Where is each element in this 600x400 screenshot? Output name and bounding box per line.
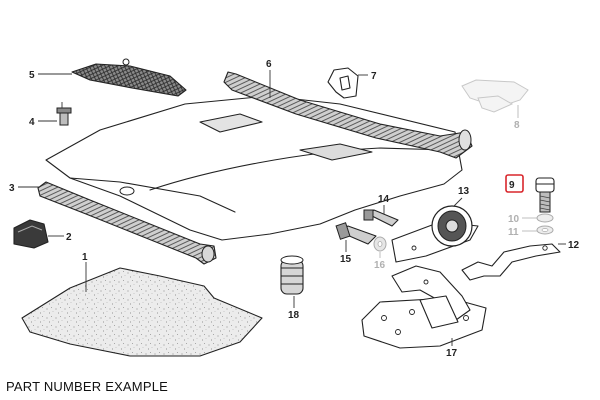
part-4-screw <box>56 102 72 126</box>
part-2-bump-stop <box>13 219 49 249</box>
hood-badge-hole <box>119 186 135 196</box>
part-17-hinge-base <box>361 265 487 349</box>
callout-4[interactable]: 4 <box>29 117 35 128</box>
callout-17[interactable]: 17 <box>446 348 458 359</box>
caption-text: PART NUMBER EXAMPLE <box>6 379 169 394</box>
callout-10[interactable]: 10 <box>508 214 520 225</box>
part-1-insulation-mat <box>21 267 263 357</box>
callout-1-5[interactable]: 5 <box>29 70 35 81</box>
part-11-washer <box>536 225 554 235</box>
callout-2[interactable]: 2 <box>66 232 72 243</box>
leader-13 <box>453 197 463 207</box>
part-10-washer <box>536 213 554 223</box>
part-6-seal-strip <box>223 71 473 159</box>
callout-3[interactable]: 3 <box>9 183 15 194</box>
part-8-bracket <box>461 79 529 113</box>
callout-11[interactable]: 11 <box>508 227 519 238</box>
callout-9[interactable]: 9 <box>509 180 515 191</box>
part-7-clip <box>327 67 359 99</box>
part-15-bolt <box>335 222 377 245</box>
callout-8[interactable]: 8 <box>514 120 520 131</box>
part-9-adjusting-bolt <box>535 177 555 213</box>
callout-labels: 5 4 6 7 8 3 2 1 9 10 11 12 13 14 15 16 1… <box>9 59 580 359</box>
callout-9-highlight-box <box>505 174 524 193</box>
callout-7[interactable]: 7 <box>371 71 377 82</box>
part-12-bracket-strap <box>461 243 561 281</box>
part-13-hinge-spring <box>391 205 479 263</box>
part-18-buffer <box>280 255 304 295</box>
callout-12[interactable]: 12 <box>568 240 580 251</box>
part-14-screw <box>363 209 399 227</box>
callout-16[interactable]: 16 <box>374 260 386 271</box>
callout-1[interactable]: 1 <box>82 252 88 263</box>
callout-18[interactable]: 18 <box>288 310 300 321</box>
part-5-grille-panel <box>71 58 187 97</box>
part-3-front-seal <box>37 181 217 265</box>
callout-13[interactable]: 13 <box>458 186 470 197</box>
part-16-washer <box>373 236 387 252</box>
callout-15[interactable]: 15 <box>340 254 352 265</box>
callout-6[interactable]: 6 <box>266 59 272 70</box>
callout-14[interactable]: 14 <box>378 194 390 205</box>
